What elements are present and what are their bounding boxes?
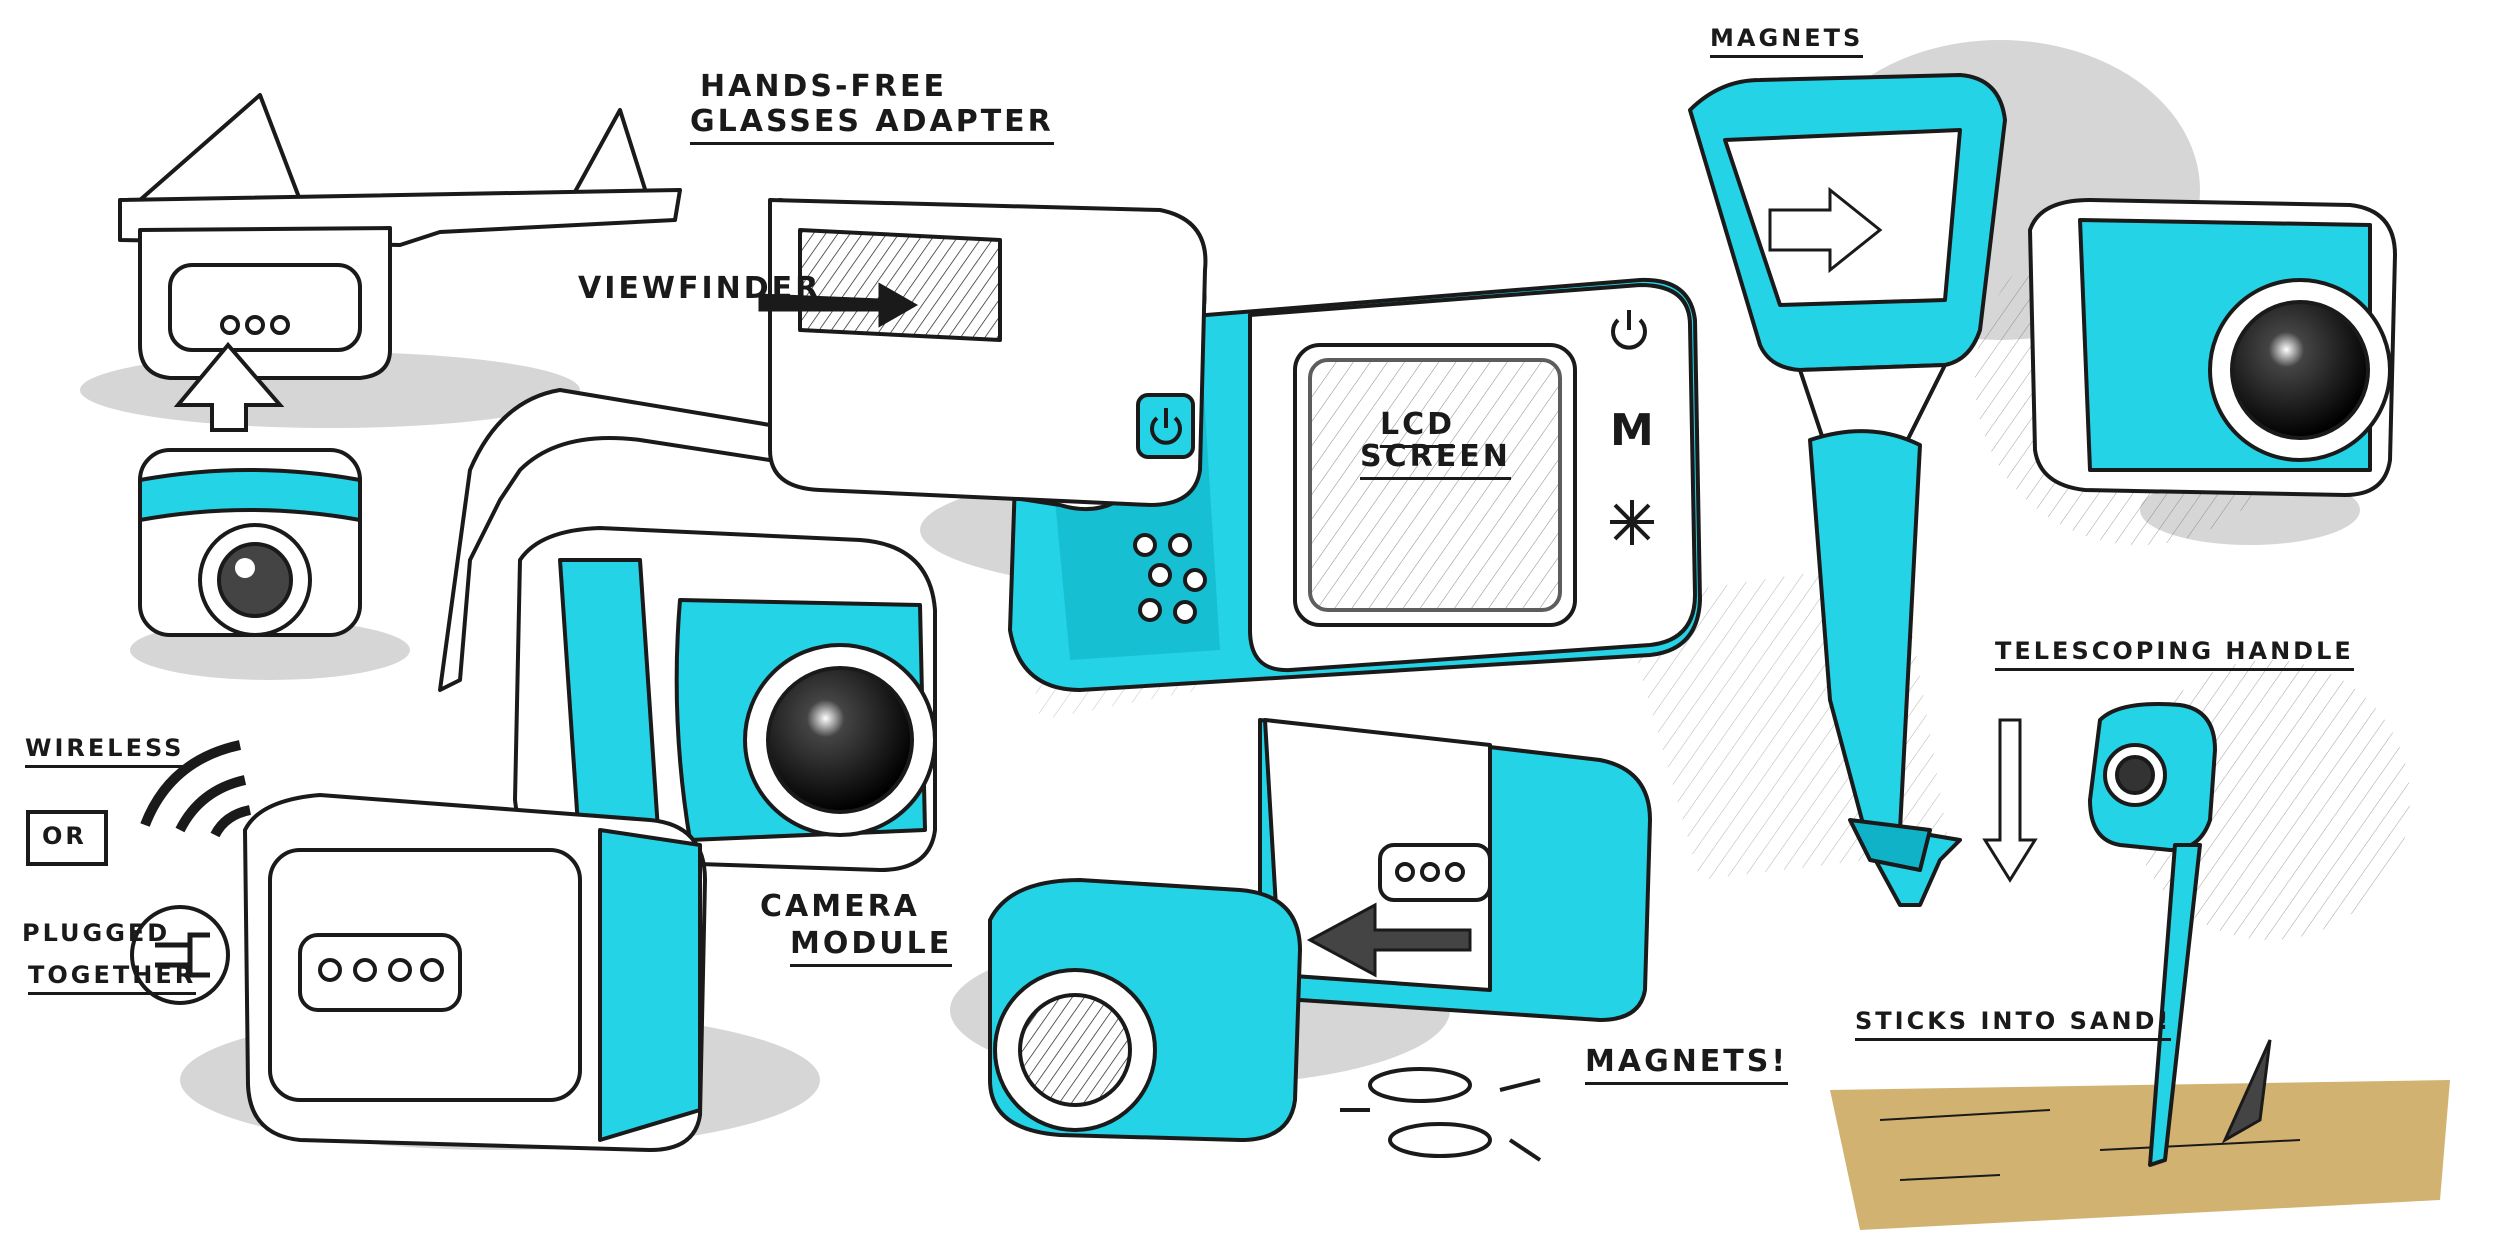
plugged-camera-module — [243, 793, 707, 1152]
label-telescoping-handle: TELESCOPING HANDLE — [1995, 638, 2354, 672]
small-lens-module — [988, 878, 1302, 1142]
small-camera-module — [138, 448, 362, 637]
sparkle-icon — [1340, 1078, 1542, 1162]
label-camera: CAMERA — [760, 889, 920, 924]
device-side-buttons: M — [1610, 310, 1654, 545]
camera-module-right — [2028, 198, 2397, 497]
label-together: TOGETHER — [28, 962, 197, 996]
plug-icon — [130, 905, 230, 1005]
label-hands-free: HANDS-FREE — [700, 69, 947, 104]
label-plugged: PLUGGED — [22, 919, 171, 947]
label-wireless: WIRELESS — [25, 735, 185, 769]
label-viewfinder: VIEWFINDER — [578, 271, 822, 306]
arrows — [758, 186, 2272, 1144]
label-lcd: LCD — [1380, 408, 1456, 448]
stick-device — [2088, 702, 2217, 1167]
label-magnets-bottom: MAGNETS! — [1585, 1045, 1789, 1085]
up-arrow — [173, 341, 285, 432]
main-viewfinder-device — [438, 198, 1702, 692]
dock-module — [1258, 718, 1652, 1022]
sand-ground — [1830, 1080, 2450, 1230]
magnets-discs — [1340, 1067, 1542, 1162]
power-icon — [1150, 416, 1182, 445]
label-or: OR — [42, 822, 87, 850]
label-screen: SCREEN — [1360, 440, 1511, 480]
wireless-waves-icon — [140, 740, 252, 838]
label-magnets-top: MAGNETS — [1710, 25, 1864, 59]
glasses-sketch — [118, 93, 682, 380]
label-glasses-adapter: GLASSES ADAPTER — [690, 105, 1054, 145]
sparkle-icon — [1610, 500, 1654, 545]
label-sticks-into-sand: STICKS INTO SAND! — [1855, 1008, 2172, 1042]
or-box — [26, 810, 108, 866]
label-module: MODULE — [790, 927, 953, 967]
camera-module-center — [513, 526, 937, 872]
mode-button-label: M — [1610, 405, 1654, 456]
power-icon — [1611, 318, 1647, 350]
power-button — [1136, 393, 1195, 459]
